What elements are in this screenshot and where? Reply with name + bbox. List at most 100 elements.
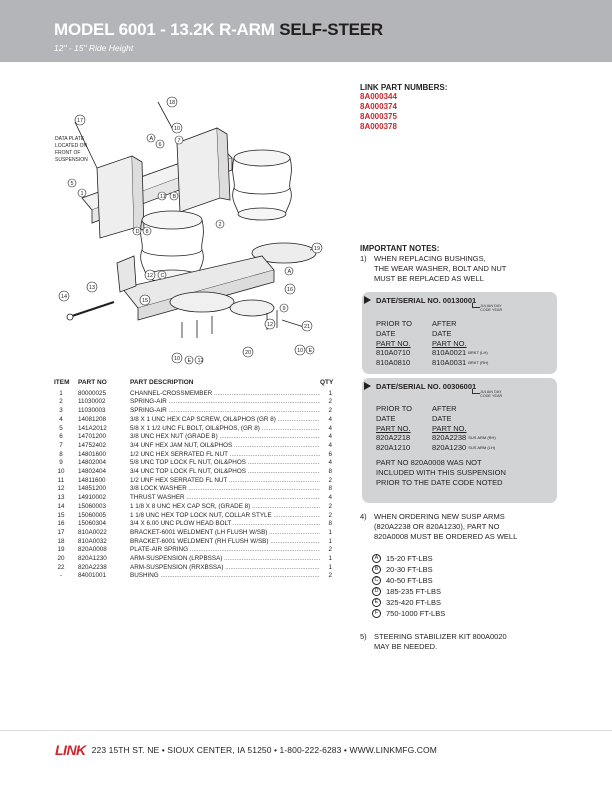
part-qty: 1 <box>328 528 332 536</box>
serial-title: DATE/SERIAL NO. 00130001 <box>376 296 477 305</box>
svg-text:16: 16 <box>287 287 293 293</box>
part-qty: 4 <box>328 494 332 502</box>
part-item: 17 <box>57 528 65 536</box>
julian-label: JULIAN DAY CODE YEAR <box>480 390 503 398</box>
part-description-text: 1 1/8 UNC HEX TOP LOCK NUT, COLLAR STYLE <box>130 511 272 519</box>
link-logo: LINK <box>55 742 86 758</box>
part-description-text: 3/8 UNC HEX NUT (GRADE B) <box>130 433 218 441</box>
serial-box-2: DATE/SERIAL NO. 00306001 JULIAN DAY CODE… <box>362 378 557 503</box>
part-number: 15060304 <box>78 520 107 528</box>
svg-text:14: 14 <box>61 294 67 300</box>
part-description-text: SPRING-AIR <box>130 398 167 406</box>
part-item: 15 <box>57 511 65 519</box>
svg-text:2: 2 <box>219 222 222 228</box>
lpn-item: 8A000374 <box>360 102 397 111</box>
arrow-icon <box>364 382 371 390</box>
julian-pointer <box>472 303 480 308</box>
part-description-text: SPRING-AIR <box>130 407 167 415</box>
svg-text:5: 5 <box>71 181 74 187</box>
note-number: 1) <box>360 254 367 263</box>
part-number: 810A0032 <box>78 537 107 545</box>
part-qty: 2 <box>328 407 332 415</box>
svg-text:12: 12 <box>147 273 153 279</box>
part-number: 14910002 <box>78 494 107 502</box>
note-line: PRIOR TO THE DATE CODE NOTED <box>376 477 503 487</box>
part-description: BRACKET-6001 WELDMENT (RH FLUSH W/SB) <box>130 538 320 547</box>
part-description-text: 3/8 X 1 UNC HEX CAP SCREW, OIL&PHOS (GR … <box>130 415 276 423</box>
part-qty: 2 <box>328 476 332 484</box>
note-line: MAY BE NEEDED. <box>374 642 438 651</box>
part-description-text: 3/4 X 6.00 UNC PLOW HEAD BOLT <box>130 520 232 528</box>
part-item: 16 <box>57 520 65 528</box>
part-qty: 4 <box>328 415 332 423</box>
suspension-drawing: 18 17 10 7 A 6 5 1 11 B 2 D 8 19 12 C A … <box>58 96 323 365</box>
value-suffix: SUS ARM (LH) <box>468 445 496 451</box>
prior-value: 820A1210 <box>376 443 411 453</box>
part-description-text: CHANNEL-CROSSMEMBER <box>130 389 213 397</box>
part-description: 5/8 UNC TOP LOCK FL NUT, OIL&PHOS <box>130 459 320 468</box>
prior-label: PRIOR TO <box>376 404 412 413</box>
part-qty: 1 <box>328 537 332 545</box>
part-qty: 6 <box>328 450 332 458</box>
part-item: 6 <box>59 433 63 441</box>
lpn-item: 8A000378 <box>360 122 397 131</box>
lpn-item: 8A000344 <box>360 92 397 101</box>
exploded-diagram: 18 17 10 7 A 6 5 1 11 B 2 D 8 19 12 C A … <box>52 88 342 378</box>
svg-text:20: 20 <box>245 350 251 356</box>
part-description-text: 3/8 LOCK WASHER <box>130 485 187 493</box>
part-description: BUSHING <box>130 572 320 581</box>
part-description: BRACKET-6001 WELDMENT (LH FLUSH W/SB) <box>130 529 320 538</box>
part-qty: 2 <box>328 398 332 406</box>
after-value: 810A0021 <box>432 348 467 358</box>
part-description: 1 1/8 X 8 UNC HEX CAP SCR, (GRADE 8) <box>130 503 320 512</box>
part-qty: 2 <box>328 511 332 519</box>
part-qty: 2 <box>328 572 332 580</box>
part-description-text: 1/2 UNF HEX SERRATED FL NUT <box>130 476 228 484</box>
note-line: 820A0008 MUST BE ORDERED AS WELL <box>374 532 518 541</box>
prior-partno: PART NO. <box>376 423 411 433</box>
part-description: ARM-SUSPENSION (RRXBSSA) <box>130 564 320 573</box>
part-item: 22 <box>57 563 65 571</box>
parts-row: 15 15060005 1 1/8 UNC HEX TOP LOCK NUT, CO… <box>54 512 334 521</box>
svg-text:7: 7 <box>178 138 181 144</box>
prior-label: PRIOR TO <box>376 319 412 328</box>
note-line: PART NO 820A0008 WAS NOT <box>376 458 482 467</box>
part-description: 3/8 UNC HEX NUT (GRADE B) <box>130 433 320 442</box>
part-number: 820A2238 <box>78 563 107 571</box>
part-item: 2 <box>59 398 63 406</box>
svg-text:18: 18 <box>169 100 175 106</box>
part-item: 5 <box>59 424 63 432</box>
part-description: 3/4 UNF HEX JAM NUT, OIL&PHOS <box>130 442 320 451</box>
part-description: 3/4 UNC TOP LOCK FL NUT, OIL&PHOS <box>130 468 320 477</box>
header-qty: QTY <box>320 379 334 386</box>
important-notes-title: IMPORTANT NOTES: <box>360 244 440 253</box>
part-number: 15060005 <box>78 511 107 519</box>
part-item: 10 <box>57 468 65 476</box>
parts-row: -84001001BUSHING2 <box>54 572 334 581</box>
svg-text:10: 10 <box>174 126 180 132</box>
note-line: WHEN REPLACING BUSHINGS, <box>374 254 486 263</box>
footer-address: 223 15TH ST. NE • SIOUX CENTER, IA 51250… <box>91 745 437 755</box>
header-desc: PART DESCRIPTION <box>130 379 194 386</box>
part-number: 14802004 <box>78 459 107 467</box>
note-line: INCLUDED WITH THIS SUSPENSION <box>376 467 506 477</box>
part-qty: 2 <box>328 546 332 554</box>
svg-text:12: 12 <box>198 358 204 364</box>
svg-text:13: 13 <box>89 285 95 291</box>
torque-value: 750-1000 FT-LBS <box>386 609 446 618</box>
after-value: 820A1230 <box>432 443 467 453</box>
part-description-text: THRUST WASHER <box>130 494 185 502</box>
after-value: 820A2238 <box>432 433 467 443</box>
part-number: 14752402 <box>78 441 107 449</box>
torque-value: 20-30 FT-LBS <box>386 565 433 574</box>
